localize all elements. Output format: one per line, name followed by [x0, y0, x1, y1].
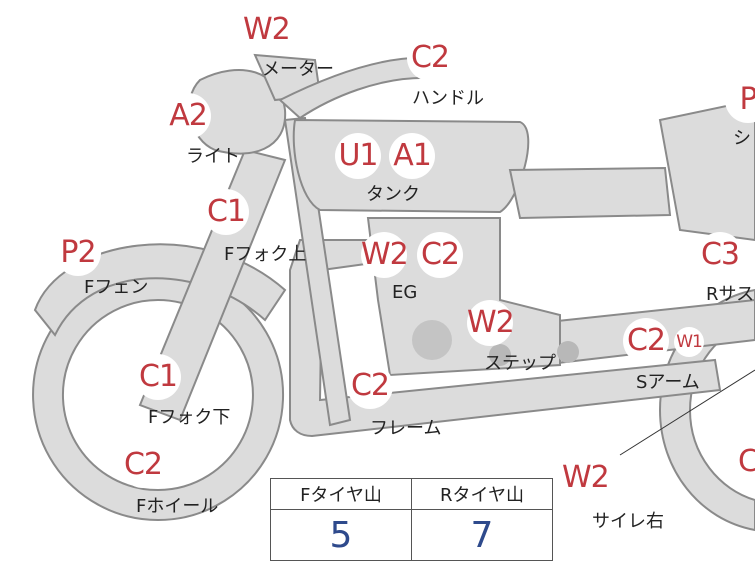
- f-fender-code: P2: [55, 230, 101, 276]
- frame-down-shape: [283, 116, 352, 427]
- rear-frame-shape: [658, 98, 755, 242]
- r-wheel-code: C: [725, 439, 755, 485]
- f-wheel-code: C2: [120, 442, 166, 488]
- light-code: A2: [165, 93, 211, 139]
- step-peg-dot-1: [489, 344, 511, 366]
- r-suspension-label: Rサス: [706, 284, 755, 305]
- engine-cover-dot: [412, 320, 452, 360]
- handle-label: ハンドル: [412, 88, 484, 109]
- seat-label: シ: [733, 128, 751, 149]
- f-fender-label: Fフェン: [84, 277, 149, 298]
- frame-label: フレーム: [370, 418, 442, 439]
- tire-tread-table: Fタイヤ山 Rタイヤ山 5 7: [270, 478, 553, 561]
- f-fork-upper-label: Fフォク上: [224, 244, 307, 265]
- handle-code: C2: [407, 35, 453, 81]
- rear-tread-value: 7: [411, 509, 553, 561]
- swing-arm-label: Sアーム: [636, 372, 700, 393]
- f-fork-upper-code: C1: [203, 189, 249, 235]
- tank-code-1: U1: [335, 133, 381, 179]
- step-peg-dot-2: [557, 341, 579, 363]
- frame-code: C2: [347, 363, 393, 409]
- meter-code: W2: [243, 7, 291, 53]
- swing-arm-code: C2: [623, 318, 669, 364]
- front-tread-value: 5: [270, 509, 412, 561]
- rear-tread-header: Rタイヤ山: [411, 478, 553, 510]
- step-label: ステップ: [484, 353, 556, 374]
- muffler-right-label: サイレ右: [592, 511, 664, 532]
- step-code: W2: [467, 300, 515, 346]
- seat-shape: [508, 166, 672, 220]
- engine-label: EG: [392, 282, 418, 303]
- f-wheel-label: Fホイール: [136, 496, 219, 517]
- light-label: ライト: [186, 146, 240, 167]
- leader-line: [619, 369, 755, 456]
- f-fork-lower-label: Fフォク下: [148, 407, 231, 428]
- tank-label: タンク: [366, 184, 420, 205]
- muffler-right-code: W2: [562, 455, 610, 501]
- swing-arm-extra-code: W1: [674, 327, 704, 357]
- engine-code-2: C2: [417, 232, 463, 278]
- seat-code: P: [725, 77, 755, 123]
- meter-label: メーター: [262, 59, 334, 80]
- front-tread-header: Fタイヤ山: [270, 478, 412, 510]
- r-suspension-code: C3: [697, 232, 743, 278]
- fork-shape: [138, 148, 287, 422]
- tank-code-2: A1: [389, 133, 435, 179]
- f-fork-lower-code: C1: [135, 354, 181, 400]
- engine-code-1: W2: [361, 232, 409, 278]
